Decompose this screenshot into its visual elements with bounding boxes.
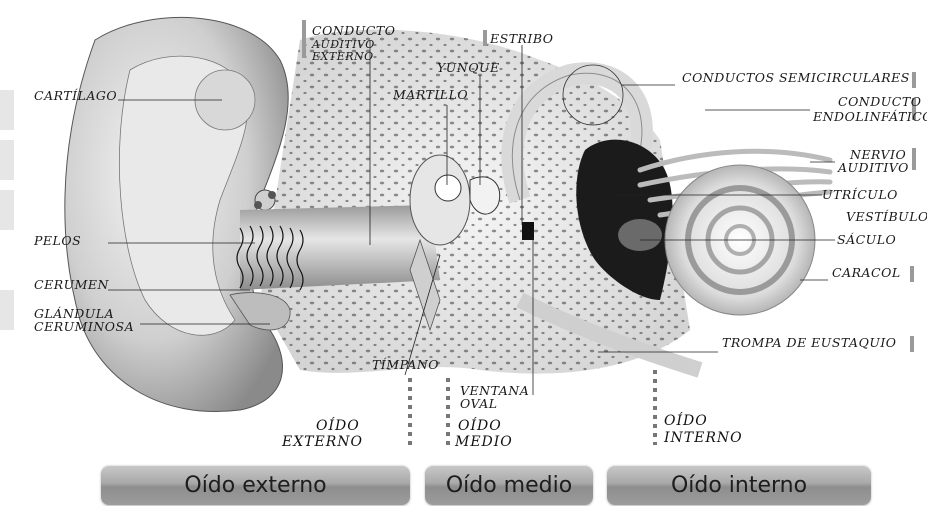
label-vestibulo: VESTÍBULO <box>846 209 927 224</box>
label-utriculo: UTRÍCULO <box>822 187 898 202</box>
ear-canal <box>237 205 440 290</box>
oido-interno-button[interactable]: Oído interno <box>607 465 871 505</box>
label-nervio-2: AUDITIVO <box>837 160 909 175</box>
label-martillo: MARTILLO <box>392 87 468 102</box>
label-endolinfatico-2: ENDOLINFÁTICO <box>812 109 927 124</box>
label-cerumen: CERUMEN <box>34 277 110 292</box>
label-glandula-2: CERUMINOSA <box>34 319 134 334</box>
bar-conducto-ext <box>302 20 306 58</box>
region-medio-1: OÍDO <box>458 416 502 434</box>
bar-estribo <box>483 30 487 46</box>
label-conductos-semicirculares: CONDUCTOS SEMICIRCULARES <box>682 70 910 85</box>
label-ventana-2: OVAL <box>460 396 498 411</box>
label-endolinfatico-1: CONDUCTO <box>838 94 921 109</box>
label-yunque: YUNQUE <box>437 60 500 75</box>
label-trompa: TROMPA DE EUSTAQUIO <box>722 335 897 350</box>
bar-nervio <box>912 148 916 170</box>
region-interno-2: INTERNO <box>663 430 743 446</box>
region-externo-2: EXTERNO <box>281 434 363 450</box>
region-externo-1: OÍDO <box>316 416 360 434</box>
label-caracol: CARACOL <box>832 265 901 280</box>
oido-medio-button[interactable]: Oído medio <box>425 465 593 505</box>
bar-semicirc <box>912 72 916 88</box>
label-conducto-3: EXTERNO <box>311 50 374 63</box>
region-interno-1: OÍDO <box>664 411 708 429</box>
label-conducto-1: CONDUCTO <box>312 23 395 38</box>
label-saculo: SÁCULO <box>837 232 896 247</box>
label-cartilago: CARTÍLAGO <box>34 88 117 103</box>
label-pelos: PELOS <box>33 233 81 248</box>
bar-trompa <box>910 336 914 352</box>
bar-caracol <box>910 266 914 282</box>
oido-externo-button[interactable]: Oído externo <box>101 465 410 505</box>
label-timpano: TÍMPANO <box>372 357 439 372</box>
label-estribo: ESTRIBO <box>489 31 554 46</box>
region-medio-2: MEDIO <box>454 434 513 450</box>
